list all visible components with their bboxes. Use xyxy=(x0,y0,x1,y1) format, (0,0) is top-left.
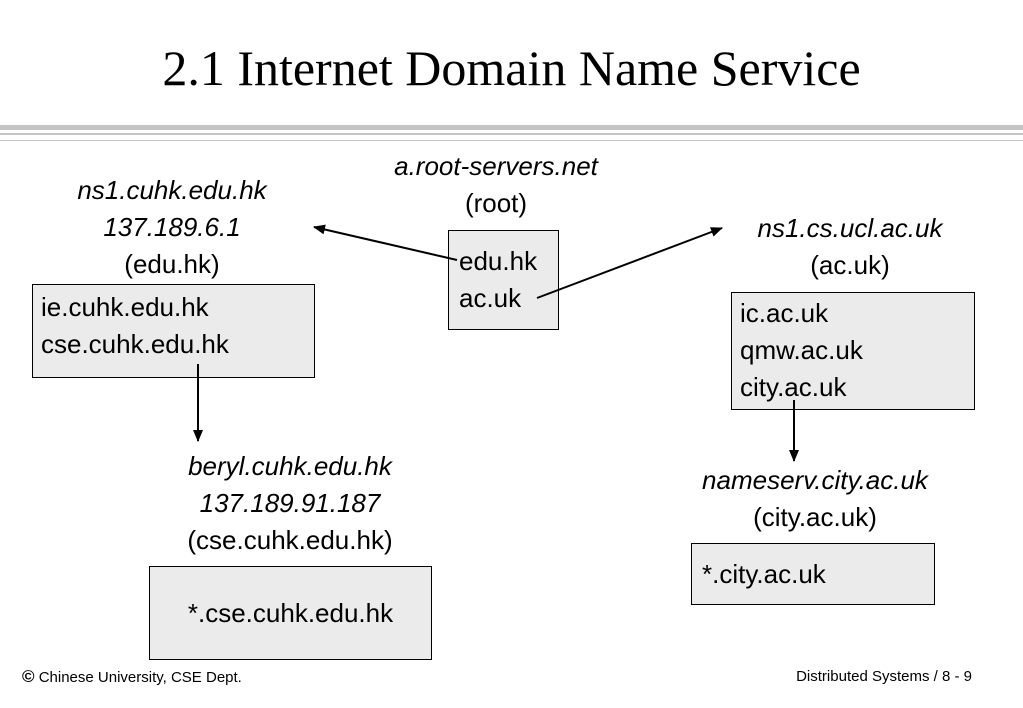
beryl-server-ip: 137.189.91.187 xyxy=(199,488,381,518)
ucl-server-label: ns1.cs.ucl.ac.uk (ac.uk) xyxy=(700,210,1000,284)
city-server-zone: (city.ac.uk) xyxy=(753,502,877,532)
ucl-entry-ic: ic.ac.uk xyxy=(740,298,829,328)
cuhk-server-label: ns1.cuhk.edu.hk 137.189.6.1 (edu.hk) xyxy=(22,172,322,283)
root-entry-edu-hk: edu.hk xyxy=(459,246,538,276)
cuhk-entry-ie: ie.cuhk.edu.hk xyxy=(41,292,209,322)
beryl-server-label: beryl.cuhk.edu.hk 137.189.91.187 (cse.cu… xyxy=(140,448,440,559)
copyright-symbol: © xyxy=(22,667,35,686)
ucl-server-name: ns1.cs.ucl.ac.uk xyxy=(757,213,943,243)
ucl-entry-qmw: qmw.ac.uk xyxy=(740,335,863,365)
cuhk-server-zone: (edu.hk) xyxy=(124,249,220,279)
beryl-server-zone: (cse.cuhk.edu.hk) xyxy=(187,525,393,555)
beryl-server-box: *.cse.cuhk.edu.hk xyxy=(149,566,432,660)
cuhk-server-ip: 137.189.6.1 xyxy=(103,212,241,242)
root-server-zone: (root) xyxy=(464,188,528,218)
city-server-label: nameserv.city.ac.uk (city.ac.uk) xyxy=(665,462,965,536)
footer-left-text: Chinese University, CSE Dept. xyxy=(38,669,242,686)
root-server-box: edu.hk ac.uk xyxy=(448,230,559,330)
city-server-box: *.city.ac.uk xyxy=(691,543,935,605)
cuhk-entry-cse: cse.cuhk.edu.hk xyxy=(41,329,229,359)
page-title: 2.1 Internet Domain Name Service xyxy=(162,40,861,96)
title-rule-medium xyxy=(0,133,1023,135)
root-server-label: a.root-servers.net (root) xyxy=(346,148,646,222)
title-rule-thick xyxy=(0,125,1023,130)
footer-left: © Chinese University, CSE Dept. xyxy=(22,667,242,688)
cuhk-server-name: ns1.cuhk.edu.hk xyxy=(77,175,267,205)
city-entry-wildcard: *.city.ac.uk xyxy=(702,559,826,589)
beryl-server-name: beryl.cuhk.edu.hk xyxy=(188,451,392,481)
cuhk-server-box: ie.cuhk.edu.hk cse.cuhk.edu.hk xyxy=(32,284,315,378)
root-server-name: a.root-servers.net xyxy=(394,151,598,181)
ucl-entry-city: city.ac.uk xyxy=(740,372,847,402)
city-server-name: nameserv.city.ac.uk xyxy=(702,465,928,495)
arrow-ac-uk-to-ucl xyxy=(536,227,723,299)
ucl-server-zone: (ac.uk) xyxy=(810,250,890,280)
beryl-entry-wildcard: *.cse.cuhk.edu.hk xyxy=(187,598,394,628)
ucl-server-box: ic.ac.uk qmw.ac.uk city.ac.uk xyxy=(731,292,975,410)
arrow-edu-hk-to-cuhk xyxy=(313,224,458,261)
title-rule-thin xyxy=(0,140,1023,141)
footer-right: Distributed Systems / 8 - 9 xyxy=(796,668,972,685)
root-entry-ac-uk: ac.uk xyxy=(459,283,522,313)
